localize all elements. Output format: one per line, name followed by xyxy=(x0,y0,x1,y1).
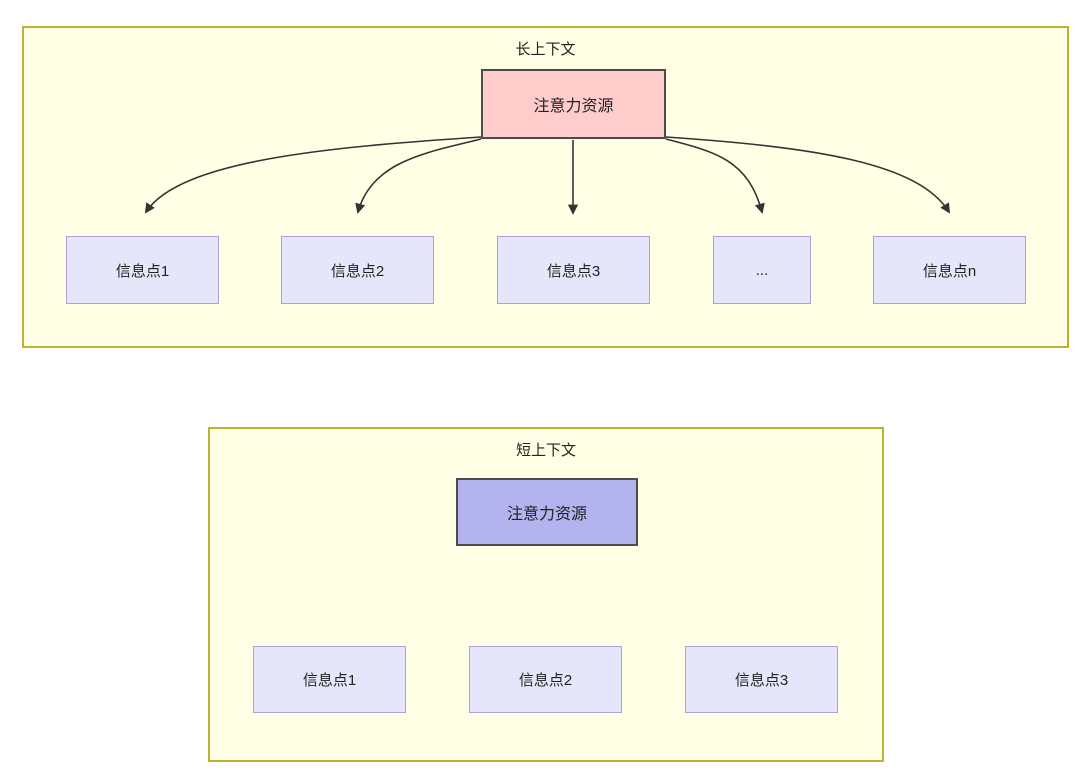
node-root-long-context[interactable]: 注意力资源 xyxy=(481,69,666,139)
node-leaf-long-n-label: 信息点n xyxy=(922,262,977,280)
node-leaf-short-1[interactable]: 信息点1 xyxy=(253,646,406,713)
node-leaf-long-3[interactable]: 信息点3 xyxy=(497,236,650,304)
node-root-short-context[interactable]: 注意力资源 xyxy=(456,478,638,546)
node-leaf-short-2-label: 信息点2 xyxy=(518,672,573,689)
node-leaf-long-3-label: 信息点3 xyxy=(546,262,601,280)
node-leaf-short-2[interactable]: 信息点2 xyxy=(469,646,622,713)
node-leaf-long-1[interactable]: 信息点1 xyxy=(66,236,219,304)
group-short-context-title: 短上下文 xyxy=(515,442,576,459)
node-root-long-context-label: 注意力资源 xyxy=(533,98,614,115)
group-long-context-title: 长上下文 xyxy=(515,41,576,58)
node-leaf-long-ellipsis[interactable]: ... xyxy=(713,236,811,304)
node-leaf-long-2[interactable]: 信息点2 xyxy=(281,236,434,304)
node-leaf-long-ellipsis-label: ... xyxy=(755,261,769,279)
node-leaf-short-3[interactable]: 信息点3 xyxy=(685,646,838,713)
node-root-short-context-label: 注意力资源 xyxy=(506,506,587,523)
node-leaf-long-n[interactable]: 信息点n xyxy=(873,236,1026,304)
node-leaf-long-2-label: 信息点2 xyxy=(330,262,385,280)
node-leaf-long-1-label: 信息点1 xyxy=(115,262,170,280)
node-leaf-short-1-label: 信息点1 xyxy=(302,672,357,689)
node-leaf-short-3-label: 信息点3 xyxy=(734,672,789,689)
